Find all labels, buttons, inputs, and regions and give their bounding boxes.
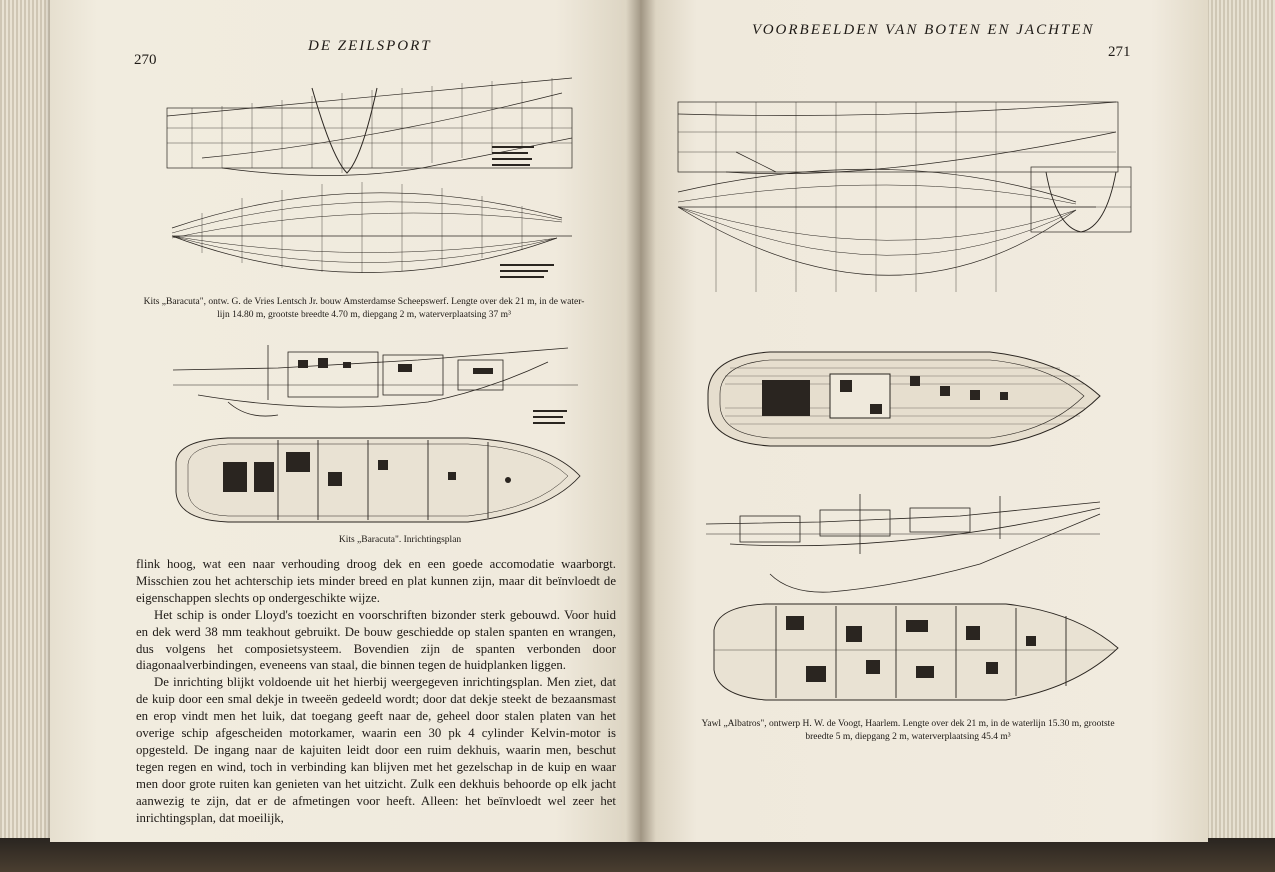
paragraph: flink hoog, wat een naar verhouding droo… xyxy=(136,557,616,605)
running-head: VOORBEELDEN VAN BOTEN EN JACHTEN xyxy=(752,22,1095,38)
sail-profile-drawing xyxy=(705,494,1101,593)
caption-line: breedte 5 m, diepgang 2 m, waterverplaat… xyxy=(805,732,1011,742)
body-text: flink hoog, wat een naar verhouding droo… xyxy=(136,556,616,827)
figure-caption-interior: Kits „Baracuta". Inrichtingsplan xyxy=(338,535,462,545)
figure-caption-lines-plan: Kits „Baracuta", ontw. G. de Vries Lents… xyxy=(116,296,612,322)
interior-plan-drawing xyxy=(713,603,1119,701)
caption-line: Yawl „Albatros", ontwerp H. W. de Voogt,… xyxy=(701,719,1115,729)
paragraph: De inrichting blijkt voldoende uit het h… xyxy=(136,675,616,825)
paragraph: Het schip is onder Lloyd's toezicht en v… xyxy=(136,607,616,673)
caption-line: lijn 14.80 m, grootste breedte 4.70 m, d… xyxy=(217,310,511,320)
page-number: 270 xyxy=(134,52,157,68)
table-surface xyxy=(0,838,1275,872)
caption-line: Kits „Baracuta", ontw. G. de Vries Lents… xyxy=(143,297,585,307)
left-page: 270 DE ZEILSPORT xyxy=(50,0,644,842)
sail-profile-drawing xyxy=(172,345,578,424)
page-edges-right xyxy=(1205,0,1275,872)
running-head: DE ZEILSPORT xyxy=(308,38,432,54)
deck-plan-drawing xyxy=(707,351,1101,447)
page-number: 271 xyxy=(1108,44,1131,60)
book-gutter xyxy=(626,0,656,842)
interior-plan-drawing xyxy=(175,437,581,523)
lines-plan-drawing xyxy=(166,77,573,278)
lines-plan-drawing xyxy=(677,101,1132,292)
right-page: VOORBEELDEN VAN BOTEN EN JACHTEN 271 xyxy=(640,0,1208,842)
figure-caption-albatros: Yawl „Albatros", ontwerp H. W. de Voogt,… xyxy=(668,718,1148,744)
